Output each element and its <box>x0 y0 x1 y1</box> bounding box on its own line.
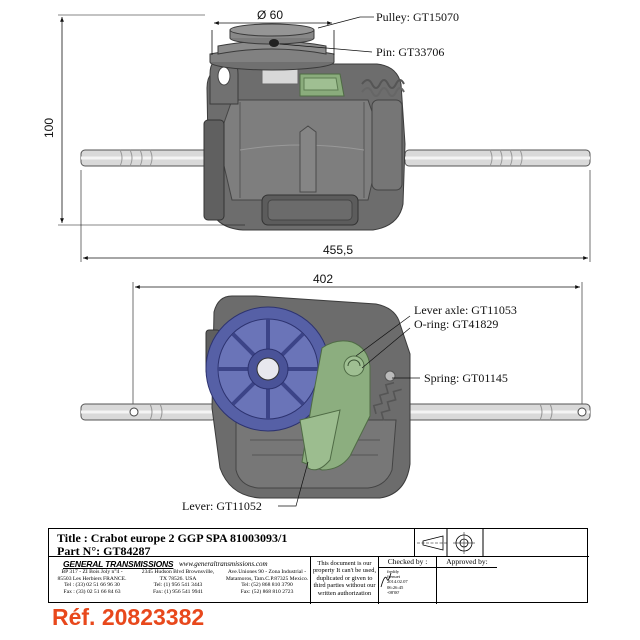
dim-axle-span-label: 402 <box>313 272 333 286</box>
dim-height: 100 <box>42 14 245 226</box>
first-angle-projection-icon <box>417 529 484 557</box>
company-info: GENERAL TRANSMISSIONS www.generaltransmi… <box>49 557 311 604</box>
pulley <box>209 23 335 71</box>
callout-pin: Pin: GT33706 <box>279 43 444 59</box>
callout-o-ring: O-ring: GT41829 <box>361 317 498 369</box>
dim-height-label: 100 <box>42 118 56 138</box>
callout-pulley-label: Pulley: GT15070 <box>376 10 459 24</box>
approved-by-cell: Approved by: <box>437 557 497 604</box>
dim-pulley-diameter-label: Ø 60 <box>257 8 283 22</box>
bottom-pulley-wheel <box>205 306 331 432</box>
callout-o-ring-label: O-ring: GT41829 <box>414 317 498 331</box>
checked-by-cell: Checked by : freddy frenuet 2014.02.07 0… <box>379 557 437 604</box>
callout-pin-label: Pin: GT33706 <box>376 45 444 59</box>
callout-pulley: Pulley: GT15070 <box>317 10 459 29</box>
bottom-lever <box>299 340 371 471</box>
bottom-axle-left <box>80 403 217 421</box>
dim-pulley-diameter: Ø 60 <box>211 8 335 55</box>
property-notice: This document is our property It can't b… <box>311 557 379 604</box>
approved-by-label: Approved by: <box>437 557 497 568</box>
callout-lever-label: Lever: GT11052 <box>182 499 262 513</box>
checked-by-entry: freddy frenuet 2014.02.07 06:26:45 -08'0… <box>387 569 408 595</box>
checked-by-label: Checked by : <box>379 557 436 568</box>
bottom-view: 402 <box>80 272 591 513</box>
title-block: Title : Crabot europe 2 GGP SPA 81003093… <box>48 528 589 604</box>
reference-number: Réf. 20823382 <box>52 604 205 630</box>
callout-spring-label: Spring: GT01145 <box>424 371 508 385</box>
callout-lever-axle: Lever axle: GT11053 <box>355 303 517 357</box>
callout-spring: Spring: GT01145 <box>392 371 508 385</box>
company-website: www.generaltransmissions.com <box>179 560 268 568</box>
dim-axle-span: 402 <box>132 272 583 405</box>
company-logo: GENERAL TRANSMISSIONS <box>63 559 174 569</box>
top-view: Ø 60 100 455,5 Pulley: GT15070 Pin: GT33… <box>42 8 591 262</box>
top-lever-bracket <box>299 73 345 97</box>
drawing-title: Title : Crabot europe 2 GGP SPA 81003093… <box>57 531 288 545</box>
title-block-header: Title : Crabot europe 2 GGP SPA 81003093… <box>49 529 415 558</box>
top-spring <box>361 79 405 97</box>
signature-icon <box>380 572 392 588</box>
top-axle-left <box>80 149 216 167</box>
bottom-axle-right <box>395 403 591 421</box>
callout-lever: Lever: GT11052 <box>182 461 309 513</box>
address-mexico: Ave.Uniones 90 - Zona Industrial - Matam… <box>225 569 309 596</box>
dim-overall-width-label: 455,5 <box>323 243 353 257</box>
dim-overall-width: 455,5 <box>80 170 591 262</box>
part-number: Part N°: GT84287 <box>57 544 151 558</box>
address-usa: 2345 Hudson Blvd Brownsville, TX 78526. … <box>141 569 215 596</box>
top-axle-right <box>404 149 591 167</box>
projection-symbol <box>415 529 589 557</box>
address-france: BP 317 - ZI Bois Joly n°4 - 85503 Les He… <box>57 569 127 596</box>
callout-lever-axle-label: Lever axle: GT11053 <box>414 303 517 317</box>
bottom-spring <box>372 370 402 421</box>
